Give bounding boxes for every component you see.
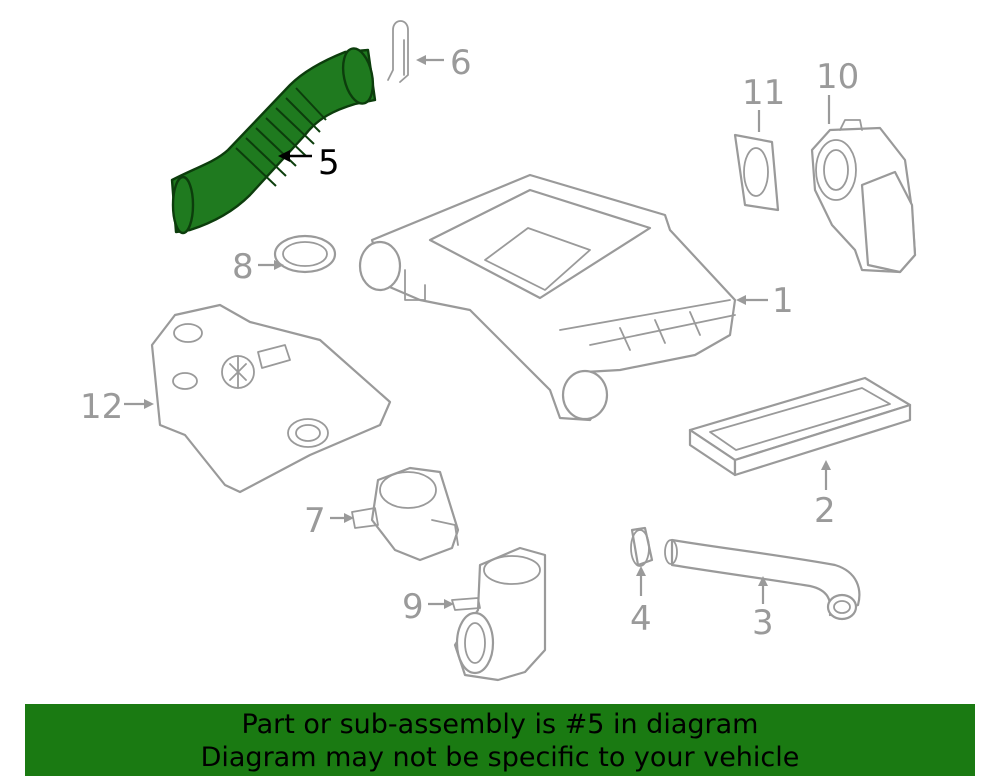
part-2-air-filter[interactable] — [688, 376, 912, 477]
parts-diagram: 5 6 11 10 — [80, 20, 917, 682]
callout-12-label: 12 — [80, 387, 123, 427]
callout-9-label: 9 — [402, 587, 424, 627]
part-5-air-intake-hose[interactable] — [170, 46, 378, 235]
callout-7: 7 — [304, 501, 354, 541]
part-9-intake-duct[interactable] — [451, 546, 547, 682]
callout-11: 11 — [742, 73, 785, 132]
callout-9: 9 — [402, 587, 454, 627]
callout-4-label: 4 — [630, 599, 652, 639]
part-8-seal[interactable] — [273, 234, 337, 274]
callout-5: 5 — [278, 143, 340, 183]
callout-4: 4 — [630, 566, 652, 639]
callout-2: 2 — [814, 460, 836, 531]
vehicle-fit-banner: Part or sub-assembly is #5 in diagram Di… — [25, 704, 975, 776]
callout-8: 8 — [232, 247, 284, 287]
callout-5-label: 5 — [318, 143, 340, 183]
callout-2-label: 2 — [814, 491, 836, 531]
part-6-clip[interactable] — [387, 20, 409, 83]
part-10-throttle-body[interactable] — [810, 119, 917, 274]
part-11-gasket[interactable] — [733, 133, 780, 212]
callout-10-label: 10 — [816, 57, 859, 97]
callout-11-label: 11 — [742, 73, 785, 113]
callout-3-label: 3 — [752, 603, 774, 643]
callout-8-label: 8 — [232, 247, 254, 287]
callout-7-label: 7 — [304, 501, 326, 541]
part-12-engine-cover[interactable] — [150, 303, 392, 494]
part-1-air-cleaner-housing[interactable] — [358, 173, 737, 422]
callout-1: 1 — [736, 281, 794, 321]
callout-6-label: 6 — [450, 43, 472, 83]
banner-line-1: Part or sub-assembly is #5 in diagram — [241, 709, 759, 740]
part-4-clamp[interactable] — [630, 526, 654, 567]
callout-1-label: 1 — [772, 281, 794, 321]
callout-12: 12 — [80, 387, 154, 427]
callout-3: 3 — [752, 576, 774, 643]
callout-6: 6 — [416, 43, 472, 83]
banner-line-2: Diagram may not be specific to your vehi… — [200, 742, 800, 773]
part-3-hose[interactable] — [664, 538, 861, 621]
callout-10: 10 — [816, 57, 859, 124]
part-7-mass-air-flow-sensor[interactable] — [351, 466, 460, 562]
